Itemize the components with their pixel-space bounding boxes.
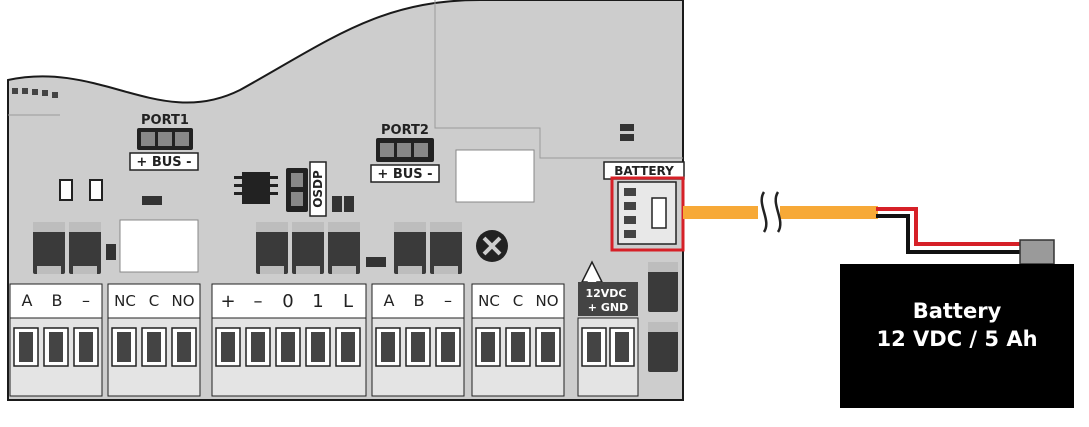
terminal-label: B xyxy=(52,291,63,310)
terminal-post-icon xyxy=(73,327,99,367)
relay-components xyxy=(33,222,678,372)
terminal-post-icon xyxy=(435,327,461,367)
terminal-post-icon xyxy=(505,327,531,367)
terminal-label: – xyxy=(254,291,263,312)
terminal-label: C xyxy=(149,292,159,310)
cable-sheath xyxy=(683,206,758,219)
terminal-post-icon xyxy=(535,327,561,367)
terminal-post-icon xyxy=(141,327,167,367)
terminal-label: B xyxy=(414,291,425,310)
terminal-post-icon xyxy=(475,327,501,367)
port2-header: PORT2 + BUS - xyxy=(370,123,440,183)
circuit-board: PORT1 + BUS - PORT2 + BUS - xyxy=(7,0,685,401)
terminal-block: NC C NO xyxy=(471,283,565,397)
terminal-label: A xyxy=(384,291,395,310)
cable-break-icon xyxy=(774,191,782,233)
terminal-block: A B – xyxy=(371,283,465,397)
terminal-label: C xyxy=(513,292,523,310)
battery-body xyxy=(840,264,1074,408)
terminal-label: – xyxy=(82,291,90,310)
terminal-post-icon xyxy=(375,327,401,367)
black-wire xyxy=(876,214,1030,264)
terminal-post-icon xyxy=(305,327,331,367)
power-label-top: 12VDC xyxy=(585,287,626,300)
port1-bus-label: + BUS - xyxy=(136,155,191,170)
screw-icon xyxy=(476,230,508,262)
battery-connector: BATTERY xyxy=(603,161,685,252)
terminal-label: – xyxy=(444,291,452,310)
battery: Battery 12 VDC / 5 Ah xyxy=(840,239,1074,408)
terminal-post-icon xyxy=(245,327,271,367)
terminal-post-icon xyxy=(405,327,431,367)
terminal-block: NC C NO xyxy=(107,283,201,397)
terminal-post-icon xyxy=(111,327,137,367)
terminal-label: NC xyxy=(478,292,500,310)
terminal-label: A xyxy=(22,291,33,310)
power-terminal-label: 12VDC + GND xyxy=(578,260,638,316)
red-wire xyxy=(876,207,1030,246)
battery-terminal xyxy=(1019,239,1055,265)
module-block xyxy=(119,219,199,273)
osdp-jumper: OSDP xyxy=(286,161,327,217)
battery-spec: 12 VDC / 5 Ah xyxy=(876,327,1037,351)
cable-break-icon xyxy=(760,191,768,233)
terminal-block: + – 0 1 L xyxy=(211,283,367,397)
terminal-post-icon xyxy=(215,327,241,367)
terminal-post-icon xyxy=(335,327,361,367)
port2-bus-label: + BUS - xyxy=(377,167,432,182)
battery-cable xyxy=(683,191,1030,264)
terminal-label: NO xyxy=(535,292,558,310)
port2-title: PORT2 xyxy=(381,123,429,138)
terminal-label: L xyxy=(343,291,353,312)
port1-header: PORT1 + BUS - xyxy=(129,113,199,171)
terminal-post-icon xyxy=(43,327,69,367)
terminal-label: + xyxy=(220,291,235,312)
terminal-post-icon xyxy=(171,327,197,367)
terminal-label: NO xyxy=(171,292,194,310)
power-label-bottom: + GND xyxy=(588,301,628,314)
osdp-label: OSDP xyxy=(311,170,325,208)
small-components xyxy=(59,124,634,267)
terminal-post-icon xyxy=(275,327,301,367)
battery-title: Battery xyxy=(913,299,1002,323)
terminal-label: 1 xyxy=(312,291,323,312)
port1-title: PORT1 xyxy=(141,113,189,128)
terminal-label: 0 xyxy=(282,291,293,312)
terminal-post-icon xyxy=(13,327,39,367)
battery-connector-label: BATTERY xyxy=(614,164,674,178)
terminal-post-icon xyxy=(581,327,607,367)
board-trace xyxy=(434,0,683,159)
terminal-block: A B – xyxy=(9,283,103,397)
terminal-post-icon xyxy=(609,327,635,367)
terminal-label: NC xyxy=(114,292,136,310)
ic-chip xyxy=(234,172,278,204)
module-block xyxy=(455,149,535,203)
header-pins xyxy=(12,88,58,98)
terminal-block-power xyxy=(577,317,639,397)
cable-sheath xyxy=(780,206,878,219)
